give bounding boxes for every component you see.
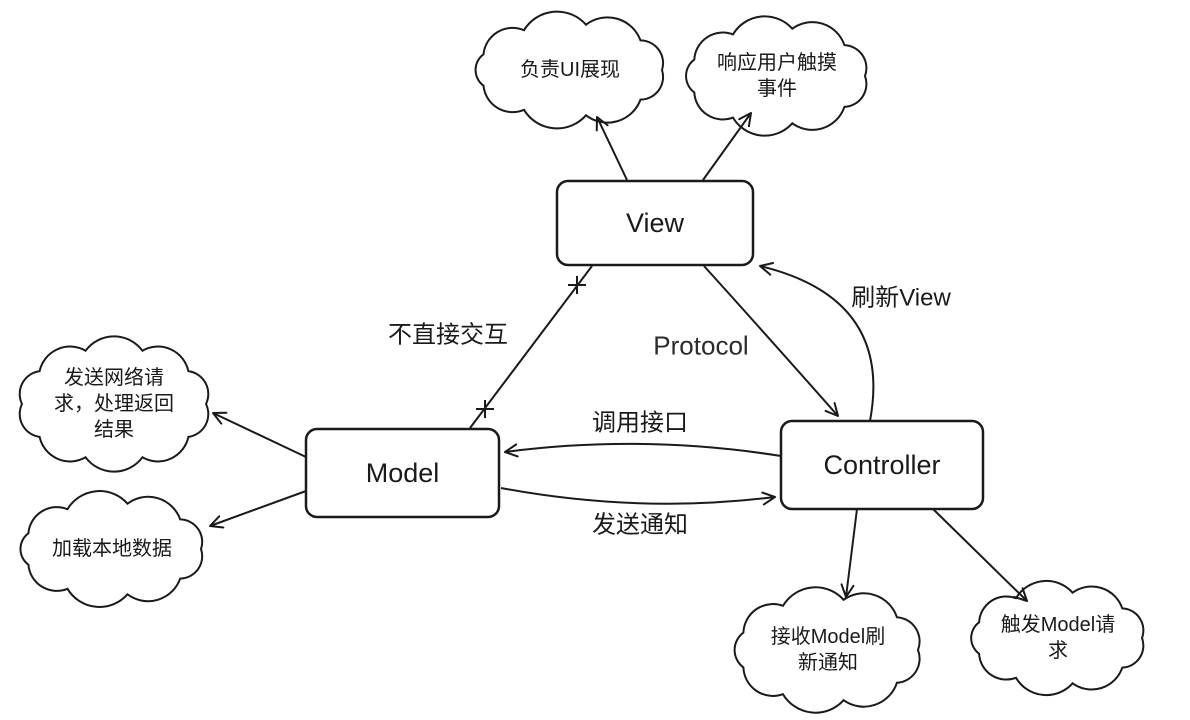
- cloud-network-request-shape: [18, 335, 210, 473]
- cloud-ui-display-label: 负责UI展现: [520, 59, 620, 81]
- edge-label-send-notification: 发送通知: [592, 511, 688, 539]
- model-node-label: Model: [365, 457, 440, 488]
- arrow-model-to-controller-send-notification: [500, 487, 776, 506]
- cloud-receive-notification-label: 接收Model刷 新通知: [770, 626, 886, 674]
- controller-box-shape: [779, 419, 985, 511]
- edge-label-refresh-view: 刷新View: [851, 284, 951, 312]
- cloud-network-request-label: 发送网络请 求，处理返回 结果: [54, 367, 174, 441]
- cloud-trigger-request-label: 触发Model请 求: [1000, 614, 1116, 662]
- arrow-view-to-touch-events: [702, 112, 752, 181]
- cross-mark-view-end: [568, 276, 586, 294]
- cross-mark-model-end: [476, 400, 494, 418]
- arrow-controller-to-receive-notification: [840, 508, 858, 598]
- cloud-receive-notification-shape: [733, 586, 921, 714]
- arrow-controller-to-model-call-interface: [504, 442, 782, 458]
- cloud-touch-events-shape: [685, 15, 868, 137]
- line-model-view-no-direct: [469, 265, 593, 429]
- arrow-view-to-ui-display: [595, 116, 628, 181]
- edge-label-no-direct-interaction: 不直接交互: [388, 321, 508, 349]
- cloud-trigger-request-shape: [970, 579, 1145, 697]
- edge-label-call-interface: 调用接口: [592, 409, 688, 437]
- model-box-shape: [304, 427, 501, 519]
- arrow-model-to-network-request: [212, 411, 307, 458]
- arrow-controller-to-trigger-request: [932, 508, 1028, 602]
- arrow-controller-to-view-refresh: [759, 261, 875, 422]
- view-box-shape: [555, 179, 755, 267]
- arrow-view-to-controller-protocol: [703, 265, 839, 417]
- controller-node-label: Controller: [823, 449, 941, 480]
- view-node-label: View: [625, 207, 685, 238]
- arrow-model-to-local-data: [209, 490, 307, 529]
- cloud-ui-display-shape: [474, 10, 665, 130]
- cloud-local-data-label: 加载本地数据: [52, 538, 172, 560]
- cloud-local-data-shape: [19, 490, 204, 608]
- cloud-touch-events-label: 响应用户触摸 事件: [717, 52, 837, 100]
- edge-label-protocol: Protocol: [653, 330, 749, 361]
